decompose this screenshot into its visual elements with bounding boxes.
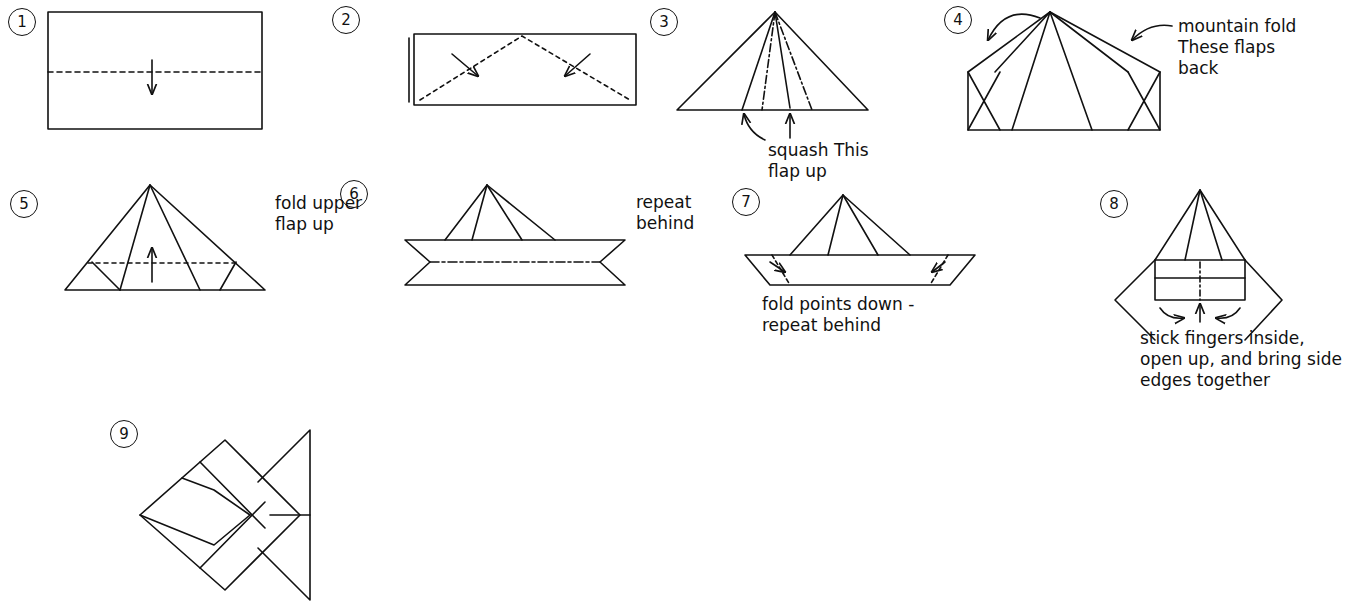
instruction-note: fold upper flap up — [275, 193, 375, 235]
step-number: 1 — [17, 15, 27, 30]
instruction-note: mountain fold These flaps back — [1178, 16, 1310, 79]
step-number-circle: 2 — [332, 6, 360, 34]
step-number-circle: 4 — [944, 6, 972, 34]
step-number: 5 — [19, 197, 29, 212]
instruction-note: repeat behind — [636, 192, 716, 234]
step-number-circle: 3 — [650, 8, 678, 36]
instruction-note: stick fingers inside, open up, and bring… — [1140, 328, 1345, 391]
step-number: 3 — [659, 15, 669, 30]
step-number: 7 — [741, 195, 751, 210]
step-number-circle: 9 — [110, 420, 138, 448]
step-number: 9 — [119, 427, 129, 442]
step-number-circle: 8 — [1100, 190, 1128, 218]
step-number: 2 — [341, 13, 351, 28]
step-number-circle: 1 — [8, 8, 36, 36]
step-number: 4 — [953, 13, 963, 28]
step-number: 8 — [1109, 197, 1119, 212]
instruction-note: fold points down - repeat behind — [762, 294, 940, 336]
step-number-circle: 5 — [10, 190, 38, 218]
step-number-circle: 7 — [732, 188, 760, 216]
instruction-note: squash This flap up — [768, 140, 883, 182]
